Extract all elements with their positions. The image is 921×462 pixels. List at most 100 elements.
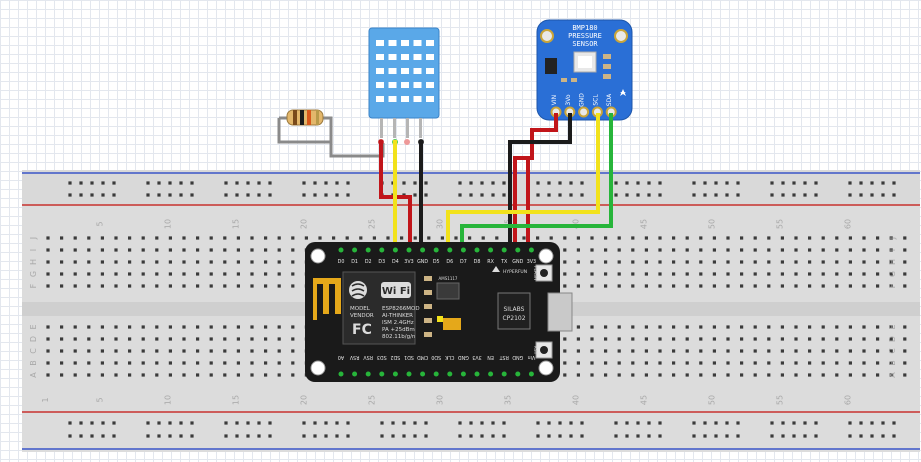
rail-hole <box>346 181 350 185</box>
rail-hole <box>636 193 640 197</box>
rail-hole <box>257 434 261 438</box>
bmp-pin-label: VIN <box>551 95 558 105</box>
breadboard-hole <box>794 325 798 329</box>
rail-hole <box>257 181 261 185</box>
breadboard-hole <box>644 284 648 288</box>
breadboard-hole <box>712 272 716 276</box>
breadboard-hole <box>73 373 77 377</box>
breadboard-hole <box>46 349 50 353</box>
rail-hole <box>112 434 116 438</box>
breadboard-hole <box>862 349 866 353</box>
rail-hole <box>881 434 885 438</box>
breadboard-hole <box>753 272 757 276</box>
rail-hole <box>101 434 105 438</box>
rail-hole <box>558 434 562 438</box>
rail-hole <box>558 193 562 197</box>
column-number: 30 <box>435 219 444 229</box>
rail-hole <box>870 434 874 438</box>
rail-hole <box>647 181 651 185</box>
breadboard-hole <box>631 248 635 252</box>
breadboard-hole <box>114 361 118 365</box>
rail-hole <box>491 181 495 185</box>
breadboard-hole <box>889 325 893 329</box>
rail-hole <box>502 181 506 185</box>
breadboard-hole <box>876 236 880 240</box>
breadboard-hole <box>712 325 716 329</box>
rail-hole <box>547 421 551 425</box>
breadboard-hole <box>128 361 132 365</box>
breadboard-hole <box>264 349 268 353</box>
rail-hole <box>625 434 629 438</box>
breadboard-hole <box>100 337 104 341</box>
mcu-pin <box>406 247 412 253</box>
breadboard-hole <box>903 236 907 240</box>
breadboard-hole <box>236 272 240 276</box>
breadboard-hole <box>835 349 839 353</box>
rail-hole <box>458 193 462 197</box>
breadboard-hole <box>100 284 104 288</box>
rail-hole <box>658 421 662 425</box>
row-letter: G <box>888 271 897 277</box>
mcu-pin <box>433 247 439 253</box>
breadboard-hole <box>821 236 825 240</box>
rail-hole <box>580 181 584 185</box>
rail-hole <box>424 434 428 438</box>
breadboard-hole <box>876 373 880 377</box>
rail-hole <box>324 421 328 425</box>
breadboard-hole <box>685 349 689 353</box>
column-number: 5 <box>95 397 104 402</box>
breadboard-hole <box>155 248 159 252</box>
rail-hole <box>313 421 317 425</box>
rail-hole <box>157 181 161 185</box>
mcu-pin <box>420 247 426 253</box>
mcu-bottom-pin-label: EN <box>487 354 494 360</box>
breadboard-hole <box>604 349 608 353</box>
rail-hole <box>725 421 729 425</box>
rail-hole <box>558 421 562 425</box>
mount-hole-icon <box>538 248 554 264</box>
breadboard-hole <box>236 236 240 240</box>
rail-hole <box>814 181 818 185</box>
row-letter: I <box>888 249 897 251</box>
breadboard-hole <box>128 325 132 329</box>
column-number: 30 <box>435 395 444 405</box>
breadboard-hole <box>685 272 689 276</box>
breadboard-hole <box>209 272 213 276</box>
breadboard-hole <box>250 284 254 288</box>
rail-hole <box>491 434 495 438</box>
breadboard-hole <box>73 337 77 341</box>
breadboard-hole <box>644 325 648 329</box>
breadboard-hole <box>848 361 852 365</box>
nodemcu-board: Wi Fi MODEL VENDOR FC ESP8266MOD AI-THIN… <box>305 242 573 382</box>
breadboard-hole <box>767 337 771 341</box>
breadboard-hole <box>876 349 880 353</box>
breadboard-hole <box>604 325 608 329</box>
breadboard-hole <box>73 260 77 264</box>
breadboard-hole <box>291 260 295 264</box>
breadboard-hole <box>672 349 676 353</box>
breadboard-hole <box>168 248 172 252</box>
breadboard-hole <box>155 361 159 365</box>
rail-hole <box>781 181 785 185</box>
breadboard-hole <box>767 361 771 365</box>
breadboard-hole <box>740 236 744 240</box>
breadboard-hole <box>60 284 64 288</box>
breadboard-hole <box>740 284 744 288</box>
breadboard-hole <box>87 337 91 341</box>
breadboard-hole <box>604 272 608 276</box>
bmp-pin-label: GND <box>579 93 586 107</box>
rail-hole <box>569 434 573 438</box>
breadboard-hole <box>590 373 594 377</box>
rail-hole <box>224 193 228 197</box>
breadboard-hole <box>712 373 716 377</box>
breadboard-hole <box>672 284 676 288</box>
usb-uart-chip <box>497 292 531 330</box>
rail-hole <box>146 181 150 185</box>
breadboard-hole <box>780 284 784 288</box>
rail-hole <box>413 181 417 185</box>
breadboard-hole <box>563 248 567 252</box>
regulator-label: AMS1117 <box>439 276 458 281</box>
grille-slot <box>413 40 422 46</box>
rail-hole <box>146 193 150 197</box>
rail-hole <box>190 434 194 438</box>
